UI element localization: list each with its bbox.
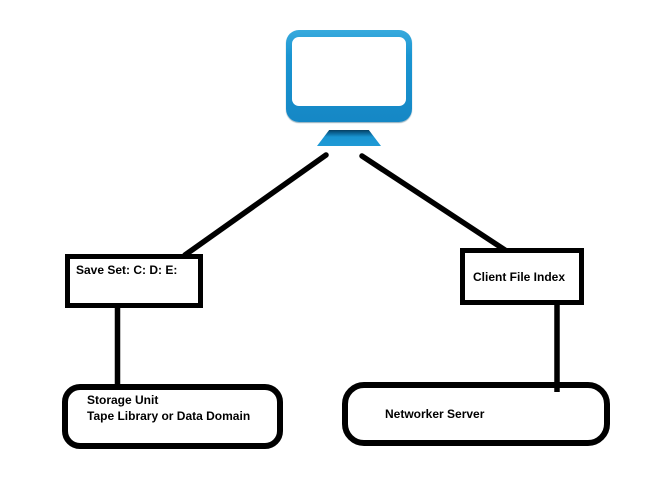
monitor-body (286, 30, 412, 122)
node-save-set-label: Save Set: C: D: E: (76, 263, 178, 277)
node-networker-server: Networker Server (342, 382, 610, 446)
node-client-file-index: Client File Index (460, 248, 584, 305)
node-storage-unit-label-line2: Tape Library or Data Domain (87, 409, 251, 423)
node-client-file-index-label: Client File Index (473, 269, 566, 284)
monitor-stand (317, 130, 381, 146)
node-storage-unit: Storage Unit Tape Library or Data Domain (62, 384, 283, 449)
edge-computer-to-save-set (182, 152, 329, 258)
node-save-set: Save Set: C: D: E: (65, 254, 203, 308)
edge-computer-to-client-file-index (359, 153, 508, 253)
node-networker-server-label: Networker Server (385, 407, 485, 421)
node-storage-unit-label-line1: Storage Unit (87, 393, 159, 407)
monitor-screen (292, 37, 406, 106)
